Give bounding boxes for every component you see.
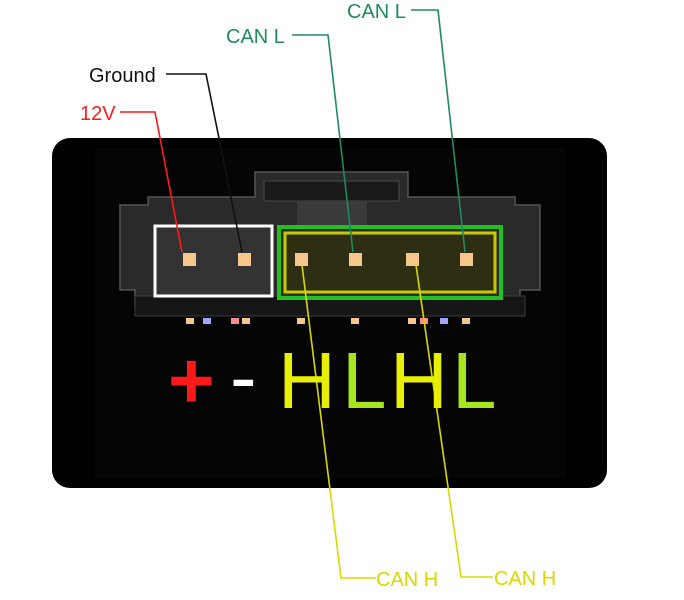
power-pin-group-box bbox=[153, 224, 274, 298]
pin-can-h-1 bbox=[295, 253, 308, 266]
label-12v: 12V bbox=[80, 103, 116, 125]
label-ground: Ground bbox=[89, 65, 156, 87]
leader-line-can-h-2 bbox=[415, 264, 493, 578]
leader-line-can-h-1 bbox=[301, 264, 376, 579]
label-can-l-1: CAN L bbox=[226, 26, 285, 48]
pin-12v bbox=[183, 253, 196, 266]
marking-h-2: H bbox=[390, 336, 448, 425]
pin-can-l-1 bbox=[349, 253, 362, 266]
leader-line-can-l-1 bbox=[292, 34, 354, 253]
label-can-h-1: CAN H bbox=[376, 569, 438, 591]
leader-line-can-l-2 bbox=[411, 9, 466, 253]
leader-line-12v bbox=[120, 111, 183, 253]
marking-h-1: H bbox=[278, 336, 336, 425]
pin-can-l-2 bbox=[460, 253, 473, 266]
label-can-l-2: CAN L bbox=[347, 1, 406, 23]
marking-minus: - bbox=[230, 332, 257, 421]
leader-line-ground bbox=[166, 73, 243, 253]
pin-ground bbox=[238, 253, 251, 266]
marking-l-2: L bbox=[452, 336, 497, 425]
pin-can-h-2 bbox=[406, 253, 419, 266]
marking-l-1: L bbox=[342, 336, 387, 425]
label-can-h-2: CAN H bbox=[494, 568, 556, 590]
marking-plus: + bbox=[168, 336, 215, 425]
